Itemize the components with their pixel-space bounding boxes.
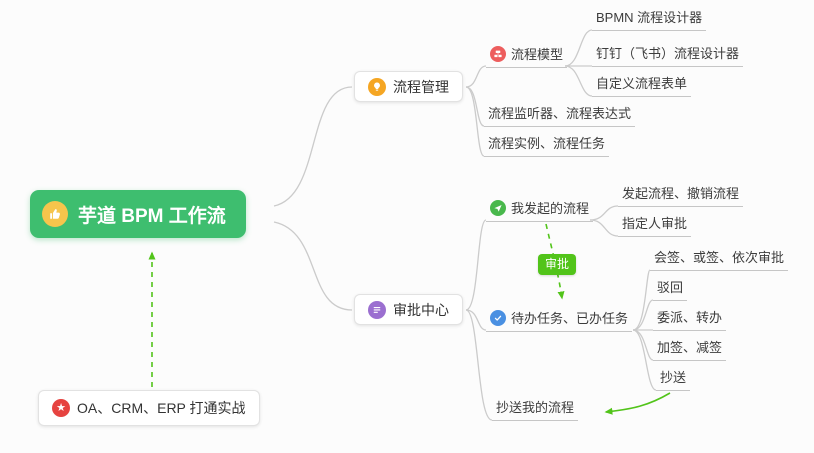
check-icon xyxy=(490,310,506,326)
node-label: OA、CRM、ERP 打通实战 xyxy=(77,400,246,416)
edge-root-approval-center xyxy=(273,221,353,311)
node-oa-integration[interactable]: ★ OA、CRM、ERP 打通实战 xyxy=(38,390,260,426)
node-label: 抄送 xyxy=(660,370,687,385)
node-label: 加签、减签 xyxy=(657,340,723,355)
node-label: 抄送我的流程 xyxy=(496,400,575,415)
node-custom-form[interactable]: 自定义流程表单 xyxy=(592,76,692,97)
node-label: 流程监听器、流程表达式 xyxy=(488,106,632,121)
node-approval-center[interactable]: 审批中心 xyxy=(354,294,463,325)
node-process-management[interactable]: 流程管理 xyxy=(354,71,463,102)
node-delegate-transfer[interactable]: 委派、转办 xyxy=(653,310,727,331)
badge-label: 审批 xyxy=(545,257,570,271)
node-instance-task[interactable]: 流程实例、流程任务 xyxy=(484,136,610,157)
document-icon xyxy=(368,300,386,319)
node-countersign[interactable]: 会签、或签、依次审批 xyxy=(650,250,789,271)
node-label: 委派、转办 xyxy=(657,310,723,325)
node-label: 我发起的流程 xyxy=(511,200,590,216)
node-assignee-approval[interactable]: 指定人审批 xyxy=(618,216,692,237)
root-node[interactable]: 芋道 BPM 工作流 xyxy=(30,190,246,238)
node-dingtalk-designer[interactable]: 钉钉（飞书）流程设计器 xyxy=(592,46,744,67)
node-add-remove-sign[interactable]: 加签、减签 xyxy=(653,340,727,361)
node-label: 流程实例、流程任务 xyxy=(488,136,606,151)
node-label: 自定义流程表单 xyxy=(596,76,688,91)
node-label: 钉钉（飞书）流程设计器 xyxy=(596,46,740,61)
root-label: 芋道 BPM 工作流 xyxy=(78,205,226,227)
flowchart-icon xyxy=(490,46,506,62)
node-label: 发起流程、撤销流程 xyxy=(622,186,740,201)
node-my-initiated[interactable]: 我发起的流程 xyxy=(486,200,594,222)
lightbulb-icon xyxy=(368,77,386,96)
node-initiate-cancel[interactable]: 发起流程、撤销流程 xyxy=(618,186,744,207)
thumbs-up-icon xyxy=(42,201,68,227)
star-icon: ★ xyxy=(52,399,70,417)
node-process-model[interactable]: 流程模型 xyxy=(486,46,568,68)
arrow-cc-to-ccmyprocess xyxy=(604,392,671,415)
node-reject[interactable]: 驳回 xyxy=(653,280,688,301)
node-label: 指定人审批 xyxy=(622,216,688,231)
edge-root-process-management xyxy=(273,86,353,207)
node-label: 待办任务、已办任务 xyxy=(511,310,629,326)
approval-badge[interactable]: 审批 xyxy=(538,254,577,275)
node-label: 驳回 xyxy=(657,280,684,295)
node-cc-my-process[interactable]: 抄送我的流程 xyxy=(492,400,579,421)
node-label: 流程管理 xyxy=(393,78,449,95)
paper-plane-icon xyxy=(490,200,506,216)
node-listener-expression[interactable]: 流程监听器、流程表达式 xyxy=(484,106,636,127)
node-label: 会签、或签、依次审批 xyxy=(654,250,785,265)
node-label: 流程模型 xyxy=(511,46,564,62)
node-todo-done[interactable]: 待办任务、已办任务 xyxy=(486,310,633,332)
node-label: 审批中心 xyxy=(393,301,449,318)
node-bpmn-designer[interactable]: BPMN 流程设计器 xyxy=(592,10,707,31)
node-cc[interactable]: 抄送 xyxy=(656,370,691,391)
node-label: BPMN 流程设计器 xyxy=(596,10,703,25)
